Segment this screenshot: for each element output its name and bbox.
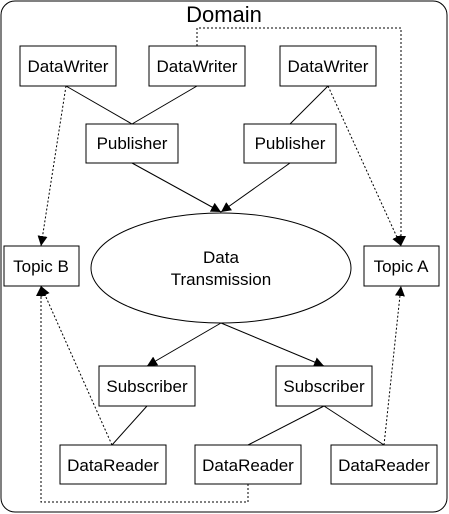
reader3-to-topic-a-arrow (383, 285, 405, 446)
transmission-to-subscriber2-arrow (220, 322, 325, 367)
topic-a-box (363, 245, 440, 287)
publisher2-to-transmission-arrow (220, 162, 291, 213)
transmission-label-line2: Transmission (171, 270, 271, 289)
datawriter-label-1: DataWriter (28, 57, 109, 76)
datawriter-box-1 (19, 45, 117, 87)
writer2-to-publisher1-line (131, 85, 198, 125)
writer1-to-publisher1-line (65, 85, 133, 125)
subscriber-box-1 (98, 365, 196, 407)
datawriter-box-2 (148, 45, 246, 87)
datawriter-box-3 (279, 45, 377, 87)
datareader-box-1 (59, 444, 167, 485)
topic-b-label: Topic B (13, 257, 69, 276)
writer3-to-publisher2-line (289, 85, 329, 125)
transmission-label-line1: Data (203, 248, 239, 267)
data-transmission-ellipse (90, 212, 352, 324)
writer1-to-topic-b-arrow (37, 85, 67, 247)
subscriber-label-1: Subscriber (106, 377, 188, 396)
publisher-label-1: Publisher (97, 134, 168, 153)
subscriber2-to-reader2-line (247, 405, 325, 446)
topic-b-box (3, 245, 80, 287)
subscriber1-to-reader1-line (111, 405, 148, 446)
publisher-box-2 (243, 123, 337, 164)
subscriber-label-2: Subscriber (283, 377, 365, 396)
datawriter-label-3: DataWriter (288, 57, 369, 76)
datawriter-label-2: DataWriter (157, 57, 238, 76)
reader2-to-topic-b-arrow (36, 286, 249, 503)
topic-a-label: Topic A (374, 257, 429, 276)
subscriber2-to-reader3-line (323, 405, 385, 446)
datareader-box-2 (194, 444, 302, 485)
publisher-box-1 (85, 123, 179, 164)
datareader-label-3: DataReader (338, 456, 430, 475)
publisher1-to-transmission-arrow (131, 162, 222, 213)
writer2-to-topic-a-arrow (196, 27, 406, 246)
datareader-label-2: DataReader (202, 456, 294, 475)
writer3-to-topic-a-arrow (327, 85, 402, 247)
subscriber-box-2 (275, 365, 373, 407)
transmission-to-subscriber1-arrow (146, 322, 222, 367)
datareader-box-3 (330, 444, 438, 485)
domain-title: Domain (186, 2, 262, 27)
datareader-label-1: DataReader (67, 456, 159, 475)
publisher-label-2: Publisher (255, 134, 326, 153)
reader1-to-topic-b-arrow (40, 285, 113, 446)
